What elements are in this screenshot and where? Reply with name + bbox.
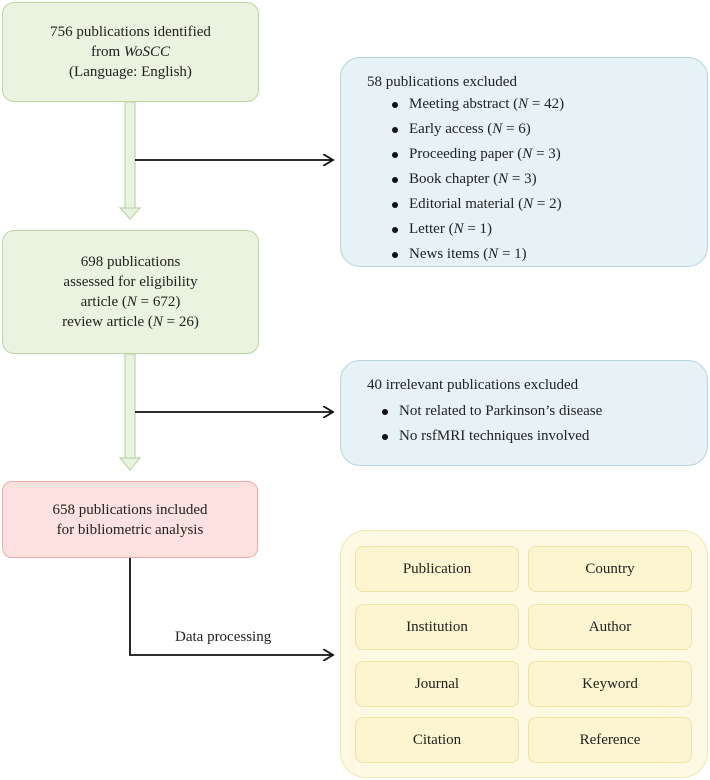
included-box: 658 publications included for bibliometr… — [2, 481, 258, 558]
excluded-box-2: 40 irrelevant publications excluded Not … — [340, 360, 708, 466]
analysis-cell-journal: Journal — [355, 661, 519, 707]
excluded-box-1: 58 publications excluded Meeting abstrac… — [340, 57, 708, 267]
included-line-2: for bibliometric analysis — [56, 521, 204, 538]
analysis-cell-publication: Publication — [355, 546, 519, 592]
identified-line-1: 756 publications identified — [50, 24, 211, 40]
down-arrow-1 — [118, 101, 142, 220]
analysis-cell-citation: Citation — [355, 717, 519, 763]
analysis-cell-institution: Institution — [355, 604, 519, 650]
list-item: Meeting abstract (N = 42) — [389, 92, 564, 117]
excluded-title-2: 40 irrelevant publications excluded — [367, 377, 579, 393]
identified-box: 756 publications identified from WoSCC (… — [2, 2, 259, 102]
identified-line-3: (Language: English) — [69, 64, 192, 80]
list-item: Not related to Parkinson’s disease — [379, 399, 602, 424]
list-item: Letter (N = 1) — [389, 217, 564, 242]
analysis-cell-country: Country — [528, 546, 692, 592]
eligibility-box: 698 publications assessed for eligibilit… — [2, 230, 259, 354]
eligibility-line-4: review article (N = 26) — [62, 314, 199, 330]
data-processing-label: Data processing — [175, 629, 272, 645]
excluded-list-2: Not related to Parkinson’s disease No rs… — [379, 399, 602, 449]
list-item: Book chapter (N = 3) — [389, 167, 564, 192]
excluded-title-1: 58 publications excluded — [367, 74, 517, 90]
list-item: Early access (N = 6) — [389, 117, 564, 142]
list-item: Proceeding paper (N = 3) — [389, 142, 564, 167]
eligibility-line-1: 698 publications — [80, 254, 181, 270]
identified-line-2: from WoSCC — [90, 44, 171, 60]
analysis-cell-reference: Reference — [528, 717, 692, 763]
analysis-cell-author: Author — [528, 604, 692, 650]
eligibility-line-2: assessed for eligibility — [63, 274, 198, 290]
analysis-cell-keyword: Keyword — [528, 661, 692, 707]
eligibility-line-3: article (N = 672) — [80, 294, 181, 310]
down-arrow-2 — [118, 353, 142, 471]
list-item: News items (N = 1) — [389, 242, 564, 267]
list-item: No rsfMRI techniques involved — [379, 424, 602, 449]
data-processing-arrow — [129, 558, 333, 655]
list-item: Editorial material (N = 2) — [389, 192, 564, 217]
excluded-list-1: Meeting abstract (N = 42) Early access (… — [389, 92, 564, 267]
included-line-1: 658 publications included — [52, 501, 208, 518]
